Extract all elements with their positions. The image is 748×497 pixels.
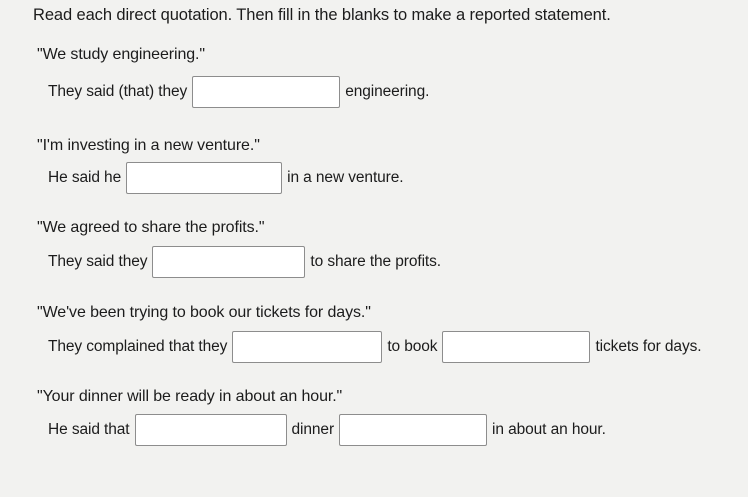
answer-blank-5a[interactable] [134, 414, 287, 446]
instructions: Read each direct quotation. Then fill in… [33, 6, 611, 24]
reported-statement-2: He said he in a new venture. [48, 162, 404, 194]
answer-blank-4b[interactable] [442, 331, 591, 363]
answer-blank-2[interactable] [126, 162, 283, 194]
answer-blank-4a[interactable] [232, 331, 383, 363]
answer-blank-3[interactable] [152, 246, 306, 278]
sentence-text: dinner [291, 421, 335, 438]
direct-quotation-3: "We agreed to share the profits." [37, 219, 265, 236]
sentence-text: to book [387, 338, 438, 355]
sentence-text: He said he [48, 169, 122, 186]
reported-statement-4: They complained that they to book ticket… [48, 331, 702, 363]
sentence-text: to share the profits. [310, 253, 441, 270]
sentence-text: engineering. [345, 83, 430, 100]
sentence-text: They complained that they [48, 338, 228, 355]
direct-quotation-2: "I'm investing in a new venture." [37, 137, 260, 154]
sentence-text: He said that [48, 421, 130, 438]
answer-blank-1[interactable] [192, 76, 341, 108]
answer-blank-5b[interactable] [339, 414, 488, 446]
reported-statement-5: He said that dinner in about an hour. [48, 414, 606, 446]
sentence-text: tickets for days. [595, 338, 702, 355]
direct-quotation-4: "We've been trying to book our tickets f… [37, 304, 371, 321]
sentence-text: They said they [48, 253, 148, 270]
reported-statement-1: They said (that) they engineering. [48, 76, 429, 108]
direct-quotation-1: "We study engineering." [37, 46, 205, 63]
direct-quotation-5: "Your dinner will be ready in about an h… [37, 388, 343, 405]
reported-statement-3: They said they to share the profits. [48, 246, 441, 278]
sentence-text: They said (that) they [48, 83, 188, 100]
sentence-text: in a new venture. [287, 169, 404, 186]
sentence-text: in about an hour. [492, 421, 606, 438]
